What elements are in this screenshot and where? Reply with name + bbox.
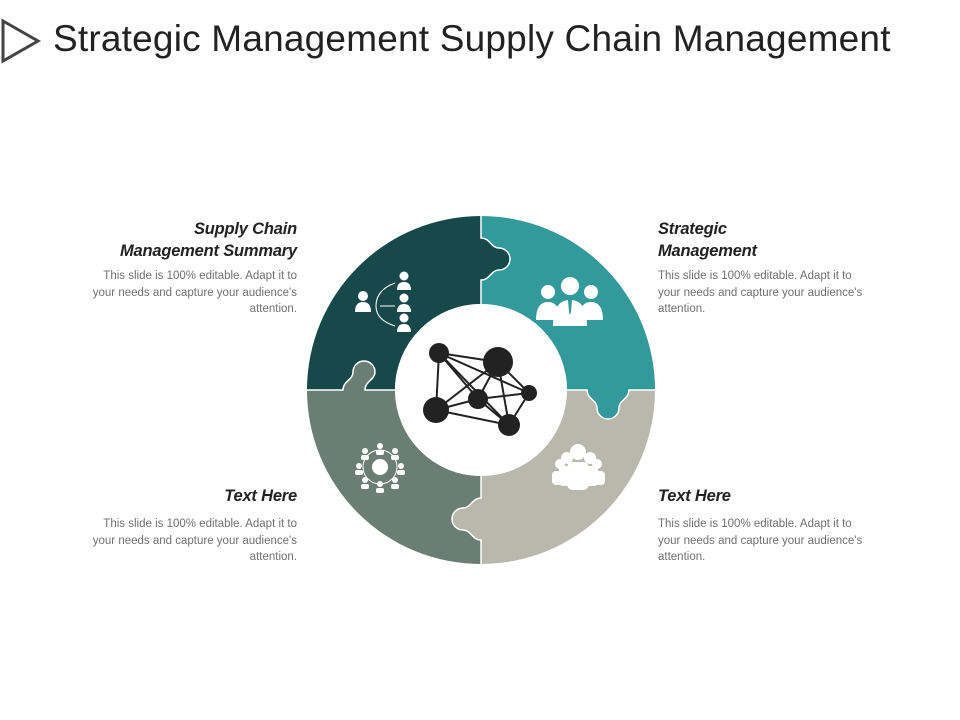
text-block-top-right: Strategic Management This slide is 100% … bbox=[658, 218, 898, 318]
body-top-right: This slide is 100% editable. Adapt it to… bbox=[658, 270, 863, 315]
people-network-icon bbox=[355, 443, 405, 493]
heading-bottom-right: Text Here bbox=[658, 487, 731, 505]
network-graph-icon bbox=[423, 343, 537, 436]
group-icon bbox=[552, 444, 605, 490]
segment-seams bbox=[307, 216, 655, 564]
play-arrow-icon bbox=[1, 18, 42, 64]
text-block-bottom-right: Text Here This slide is 100% editable. A… bbox=[658, 485, 898, 566]
heading-bottom-left: Text Here bbox=[224, 487, 297, 505]
org-hierarchy-icon bbox=[355, 271, 411, 332]
text-block-bottom-left: Text Here This slide is 100% editable. A… bbox=[57, 485, 297, 566]
body-bottom-left: This slide is 100% editable. Adapt it to… bbox=[92, 518, 297, 563]
text-block-top-left: Supply Chain Management Summary This sli… bbox=[57, 218, 297, 318]
heading-top-left: Supply Chain Management Summary bbox=[119, 220, 297, 260]
business-team-icon bbox=[536, 277, 603, 326]
body-bottom-right: This slide is 100% editable. Adapt it to… bbox=[658, 518, 863, 563]
page-title: Strategic Management Supply Chain Manage… bbox=[53, 18, 891, 59]
heading-top-right: Strategic Management bbox=[658, 220, 757, 260]
body-top-left: This slide is 100% editable. Adapt it to… bbox=[92, 270, 297, 315]
title-bar: Strategic Management Supply Chain Manage… bbox=[0, 12, 960, 68]
